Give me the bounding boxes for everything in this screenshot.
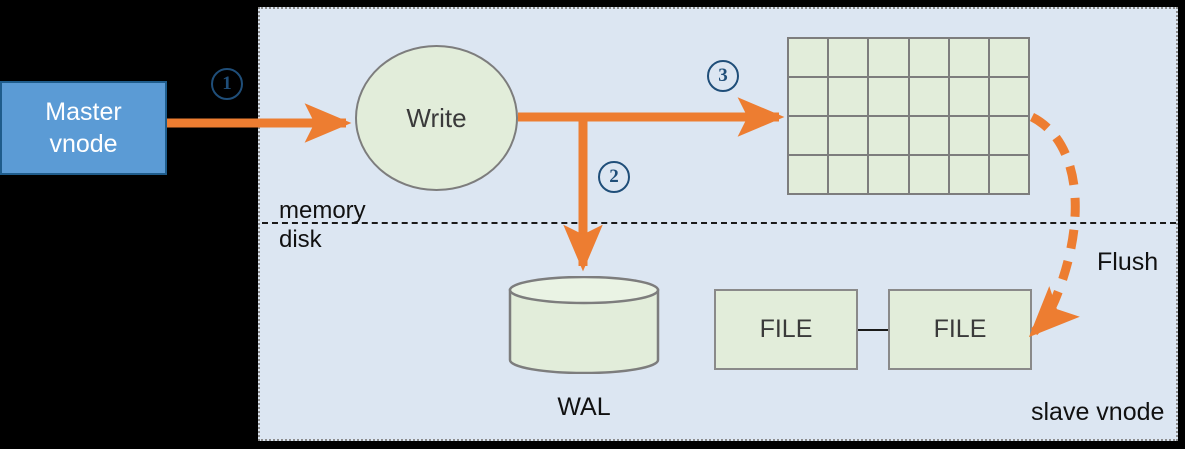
memtable-cell <box>869 117 908 154</box>
memtable-cell <box>829 156 868 193</box>
write-node[interactable]: Write <box>355 45 518 191</box>
step-circle-3: 3 <box>707 60 739 92</box>
memtable-cell <box>829 39 868 76</box>
step-circle-2: 2 <box>598 161 630 193</box>
memtable-cell <box>869 156 908 193</box>
file-box-1[interactable]: FILE <box>714 289 858 370</box>
memtable-cell <box>789 39 828 76</box>
memtable-cell <box>949 39 988 76</box>
memtable-cell <box>909 117 948 154</box>
memory-disk-divider <box>262 222 1176 224</box>
master-vnode-label-line1: Master <box>45 98 122 126</box>
memtable-cell <box>909 39 948 76</box>
master-vnode-box[interactable]: Master vnode <box>0 81 167 175</box>
disk-label: disk <box>279 226 322 253</box>
memtable-cell <box>909 78 948 115</box>
wal-label: WAL <box>557 393 611 421</box>
memtable-cell <box>789 78 828 115</box>
memtable-cell <box>989 78 1028 115</box>
memtable-cell <box>789 156 828 193</box>
wal-cylinder[interactable] <box>508 275 660 375</box>
memtable-cell <box>909 156 948 193</box>
file-box-1-label: FILE <box>759 315 813 343</box>
memtable-cell <box>869 78 908 115</box>
memtable-cell <box>949 117 988 154</box>
memtable-cell <box>949 156 988 193</box>
memtable-cell <box>949 78 988 115</box>
memtable-cell <box>869 39 908 76</box>
file-connector-line <box>858 329 888 331</box>
file-box-2[interactable]: FILE <box>888 289 1032 370</box>
flush-label: Flush <box>1097 248 1159 276</box>
memtable-cell <box>989 117 1028 154</box>
memtable-cell <box>789 117 828 154</box>
master-vnode-label-line2: vnode <box>49 130 118 158</box>
memtable-cell <box>829 117 868 154</box>
write-node-label: Write <box>406 102 467 133</box>
file-box-2-label: FILE <box>933 315 987 343</box>
step-circle-1: 1 <box>211 68 243 100</box>
slave-vnode-label: slave vnode <box>1031 398 1165 426</box>
memory-label: memory <box>279 197 366 224</box>
memtable-grid <box>787 37 1030 195</box>
wal-cylinder-shape <box>508 275 660 375</box>
memtable-cell <box>989 156 1028 193</box>
memtable-cell <box>829 78 868 115</box>
memtable-cell <box>989 39 1028 76</box>
